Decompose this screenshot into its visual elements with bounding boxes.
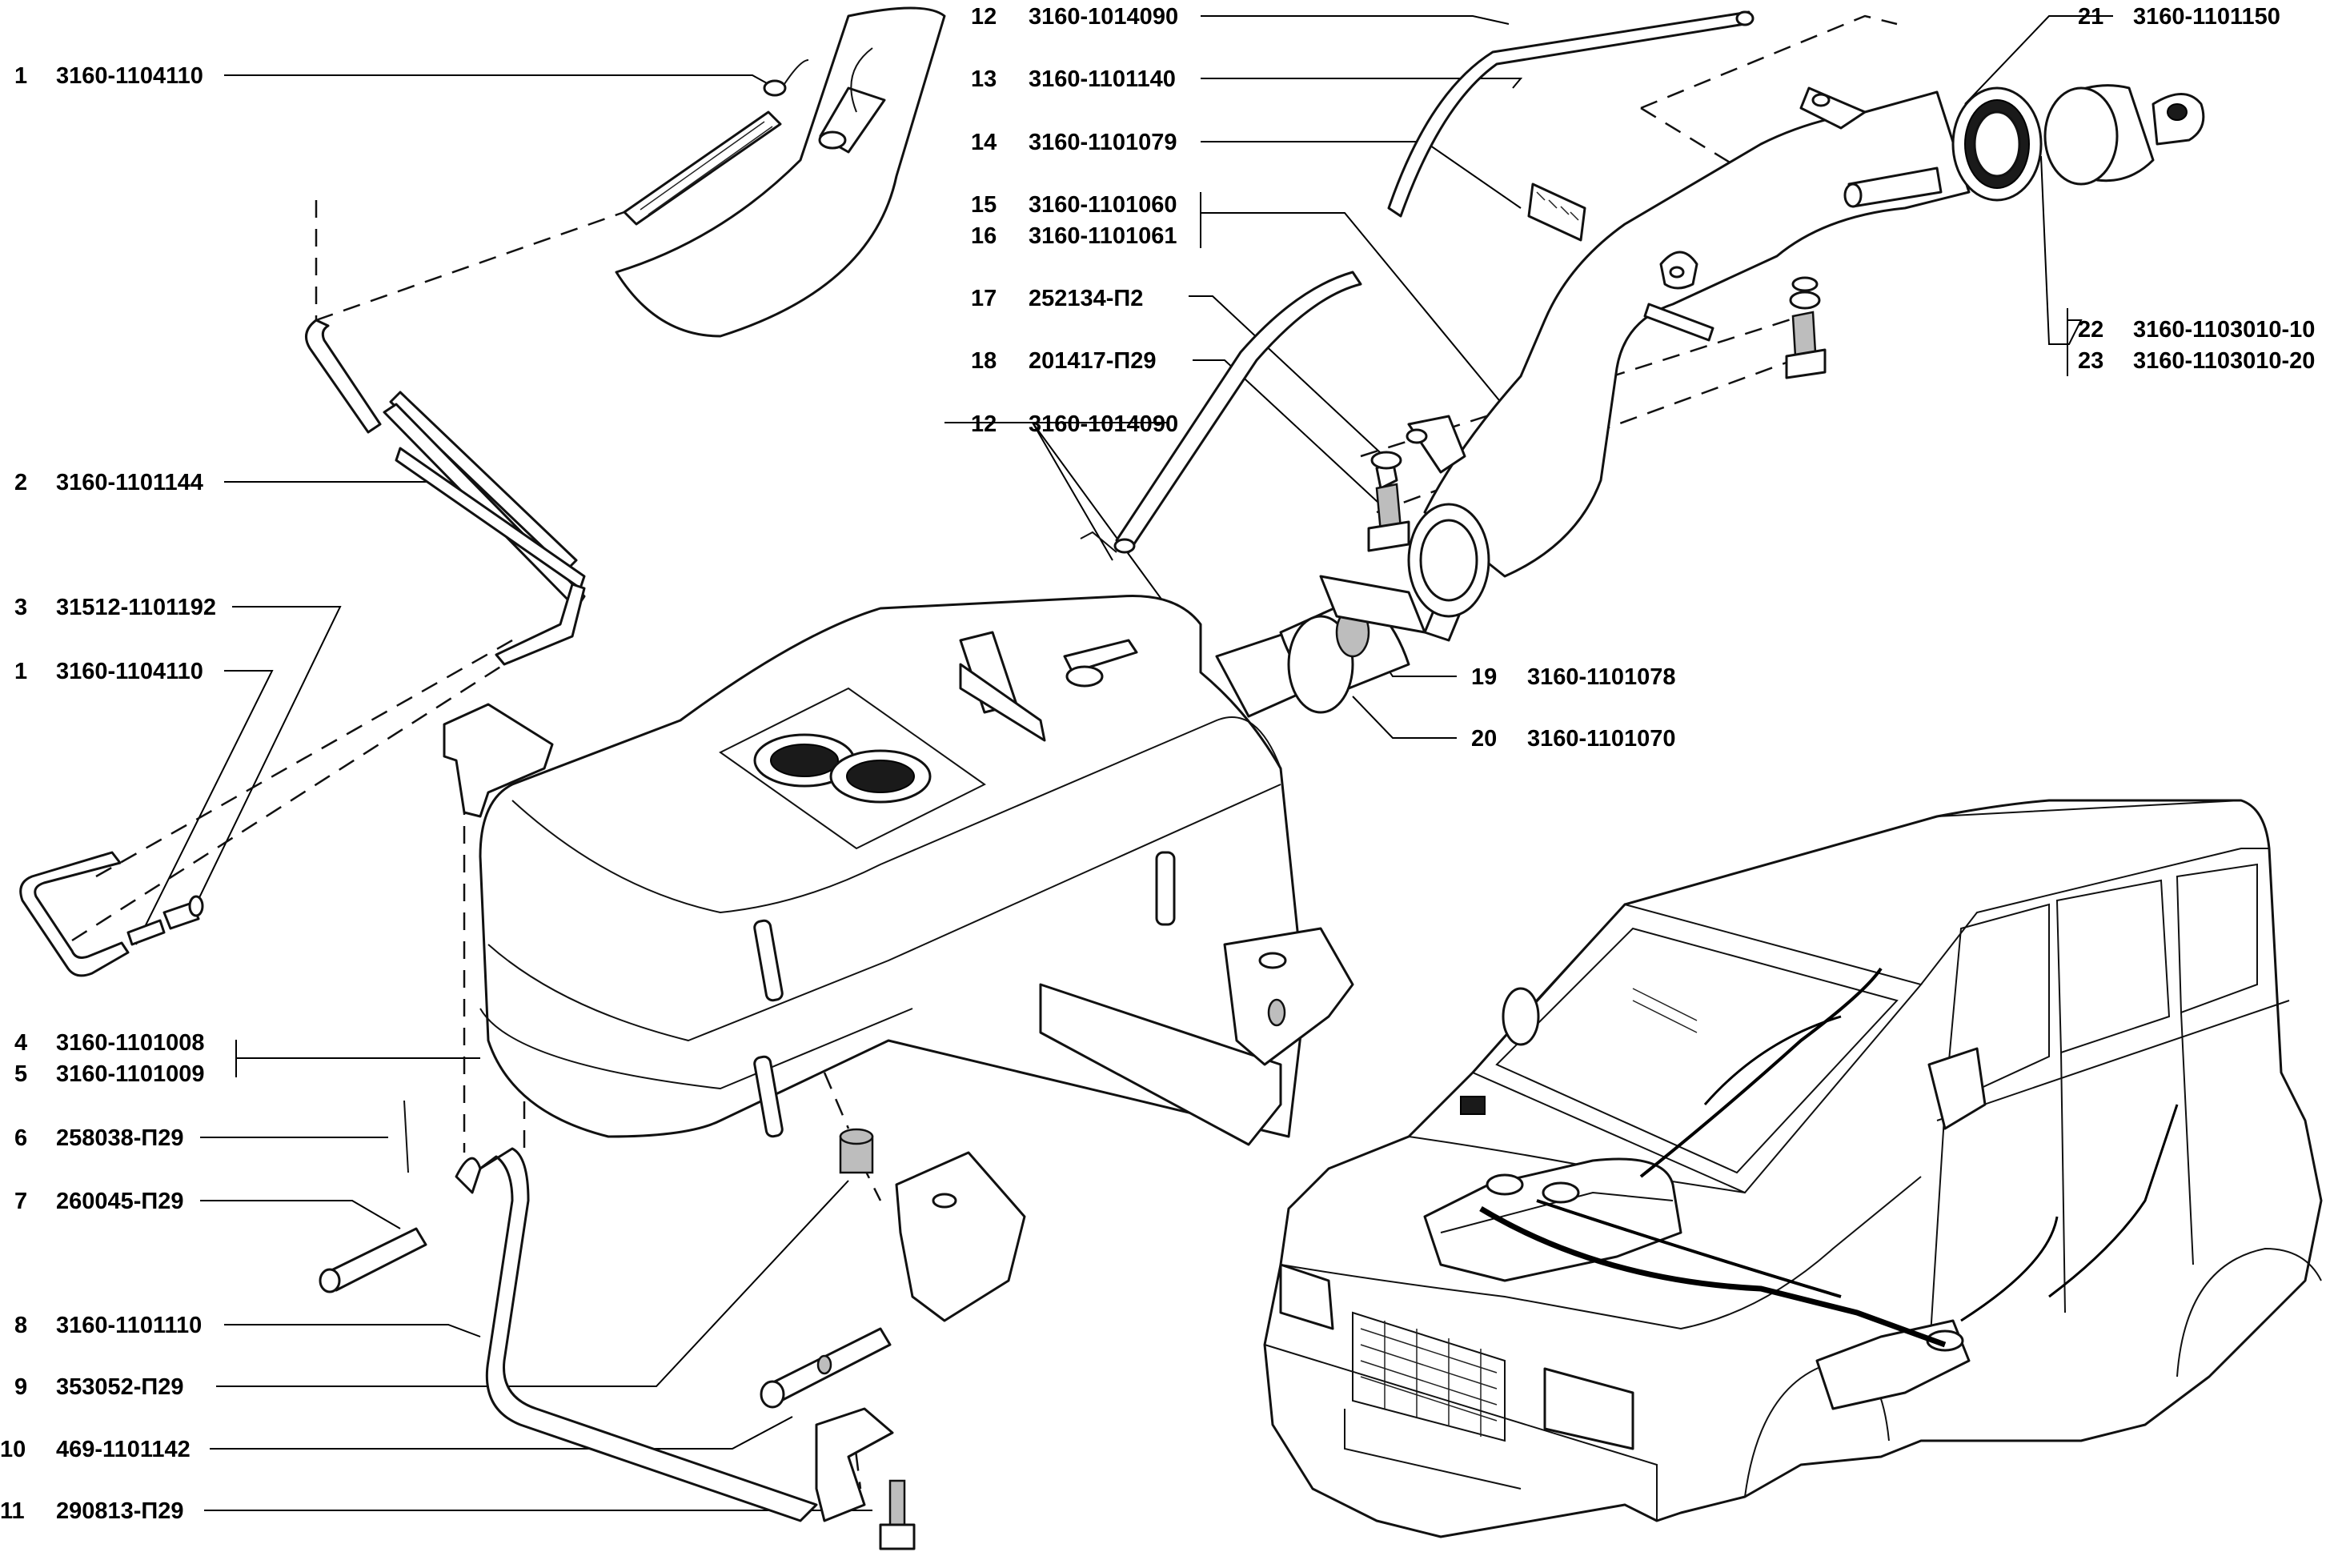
heat-shield — [615, 6, 946, 338]
callout-15-num: 15 — [971, 192, 997, 218]
callout-2-num: 2 — [14, 470, 27, 495]
callout-labels: 1 3160-1104110 2 3160-1101144 3 31512-11… — [0, 4, 2315, 1524]
vent-hoses — [19, 59, 809, 977]
callout-16-code: 3160-1101061 — [1029, 223, 1177, 249]
callout-8-num: 8 — [14, 1313, 27, 1338]
callout-19-num: 19 — [1471, 664, 1497, 690]
callout-10-code: 469-1101142 — [56, 1437, 190, 1462]
callout-14-num: 14 — [971, 130, 997, 155]
callout-15-code: 3160-1101060 — [1029, 192, 1177, 218]
fuel-tank — [479, 594, 1322, 1146]
callout-5-code: 3160-1101009 — [56, 1061, 204, 1087]
callout-22-num: 22 — [2078, 317, 2103, 343]
callout-21-num: 21 — [2078, 4, 2103, 30]
callout-6-code: 258038-П29 — [56, 1125, 184, 1151]
callout-1-num: 1 — [14, 63, 27, 89]
vent-tube — [1080, 10, 1827, 554]
callout-6-num: 6 — [14, 1125, 27, 1151]
callout-23-num: 23 — [2078, 348, 2103, 374]
callout-1b-num: 1 — [14, 659, 27, 684]
tank-supports — [319, 703, 1354, 1550]
filler-pipe — [1279, 84, 2205, 714]
callout-12b-code: 3160-1014090 — [1029, 411, 1178, 437]
callout-3-num: 3 — [14, 595, 27, 620]
callout-20-code: 3160-1101070 — [1527, 726, 1675, 752]
callout-3-code: 31512-1101192 — [56, 595, 216, 620]
callout-11-code: 290813-П29 — [56, 1498, 184, 1524]
callout-13-num: 13 — [971, 66, 997, 92]
callout-9-num: 9 — [14, 1374, 27, 1400]
callout-19-code: 3160-1101078 — [1527, 664, 1675, 690]
callout-4-code: 3160-1101008 — [56, 1030, 204, 1056]
callout-23-code: 3160-1103010-20 — [2133, 348, 2315, 374]
callout-17-code: 252134-П2 — [1029, 286, 1143, 311]
callout-11-num: 11 — [0, 1498, 25, 1524]
callout-12-code: 3160-1014090 — [1029, 4, 1178, 30]
callout-1-code: 3160-1104110 — [56, 63, 203, 89]
callout-7-code: 260045-П29 — [56, 1189, 184, 1214]
callout-5-num: 5 — [14, 1061, 27, 1087]
callout-18-code: 201417-П29 — [1029, 348, 1157, 374]
callout-4-num: 4 — [14, 1030, 27, 1056]
callout-21-code: 3160-1101150 — [2133, 4, 2280, 30]
vehicle-location-drawing — [1263, 799, 2323, 1538]
callout-2-code: 3160-1101144 — [56, 470, 203, 495]
callout-1b-code: 3160-1104110 — [56, 659, 203, 684]
callout-8-code: 3160-1101110 — [56, 1313, 202, 1338]
callout-18-num: 18 — [971, 348, 997, 374]
callout-12b-num: 12 — [971, 411, 997, 437]
callout-20-num: 20 — [1471, 726, 1497, 752]
callout-10-num: 10 — [0, 1437, 26, 1462]
callout-9-code: 353052-П29 — [56, 1374, 184, 1400]
callout-17-num: 17 — [971, 286, 997, 311]
callout-14-code: 3160-1101079 — [1029, 130, 1177, 155]
group-brackets — [1200, 192, 2068, 376]
callout-13-code: 3160-1101140 — [1029, 66, 1176, 92]
callout-16-num: 16 — [971, 223, 997, 249]
callout-7-num: 7 — [14, 1189, 27, 1214]
callout-22-code: 3160-1103010-10 — [2133, 317, 2315, 343]
callout-12-num: 12 — [971, 4, 997, 30]
